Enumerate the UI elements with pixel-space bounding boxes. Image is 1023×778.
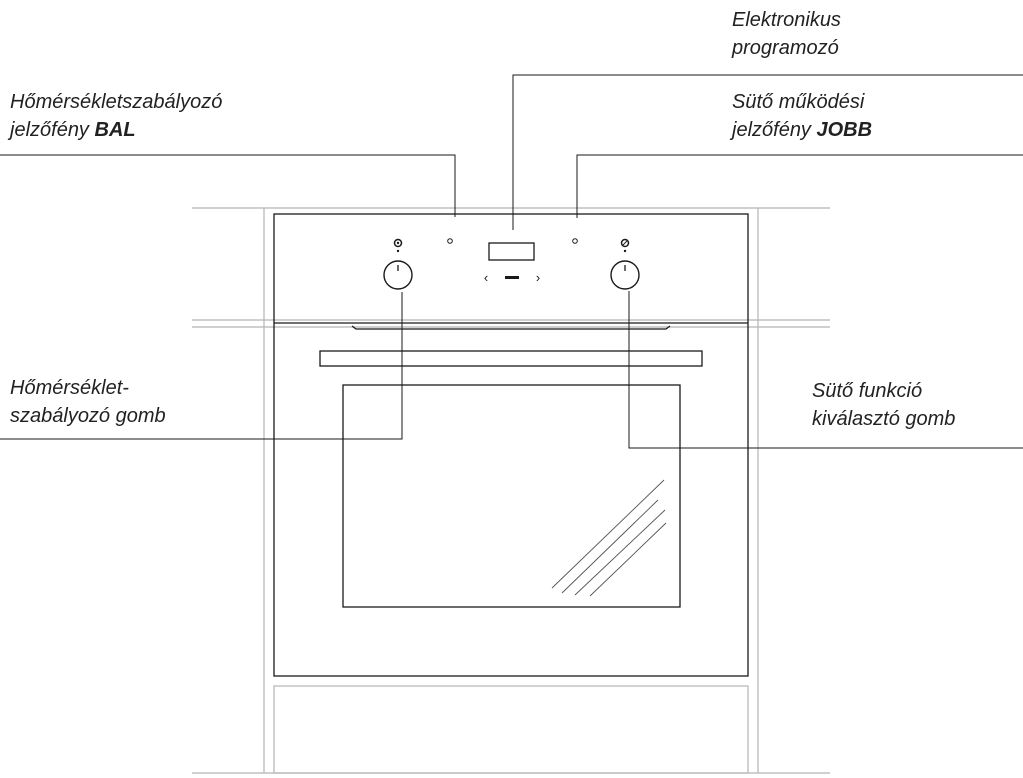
temp-knob-label-line2: szabályozó gomb	[10, 405, 166, 427]
temperature-knob[interactable]	[383, 260, 413, 290]
glass-reflections	[551, 479, 667, 597]
door-handle-rail	[351, 325, 671, 330]
temp-knob-label: Hőmérséklet- szabályozó gomb	[10, 374, 166, 430]
reflection-1	[551, 479, 665, 589]
programmer-display	[488, 242, 535, 261]
leader-left-light	[0, 154, 456, 217]
function-knob[interactable]	[610, 260, 640, 290]
function-knob-label-line1: Sütő funkció	[812, 380, 923, 402]
function-symbol-slash	[622, 240, 628, 246]
function-indicator-dot	[623, 249, 627, 253]
lower-drawer	[273, 685, 749, 774]
right-indicator-light	[572, 238, 578, 244]
oven-window	[342, 384, 681, 608]
control-panel: ‹ ›	[383, 238, 640, 290]
right-light-label-line1: Sütő működési	[732, 91, 865, 113]
leader-programmer	[512, 74, 1023, 230]
leader-lines	[0, 74, 1023, 449]
reflection-3	[574, 509, 666, 596]
oven	[273, 213, 749, 677]
right-light-code: JOBB	[816, 119, 873, 141]
temp-knob-label-line1: Hőmérséklet-	[10, 377, 129, 399]
left-indicator-light	[447, 238, 453, 244]
cabinet	[192, 207, 830, 774]
programmer-center-button[interactable]	[505, 276, 519, 279]
reflection-2	[561, 499, 659, 594]
reflection-4	[589, 522, 667, 597]
programmer-label-line1: Elektronikus	[732, 9, 841, 31]
temperature-indicator-dot	[396, 249, 400, 253]
left-light-label: Hőmérsékletszabályozó jelzőfény BAL	[10, 88, 222, 144]
function-knob-label-line2: kiválasztó gomb	[812, 408, 956, 430]
left-light-label-line2: jelzőfény BAL	[10, 119, 136, 141]
right-light-label: Sütő működési jelzőfény JOBB	[732, 88, 872, 144]
left-light-code: BAL	[94, 119, 136, 141]
function-knob-label: Sütő funkció kiválasztó gomb	[812, 377, 955, 433]
oven-outline	[273, 213, 749, 677]
left-light-label-line1: Hőmérsékletszabályozó	[10, 91, 223, 113]
leader-temp-knob	[0, 292, 403, 440]
temperature-symbol-dot	[396, 241, 400, 245]
programmer-right-arrow[interactable]: ›	[536, 270, 540, 285]
programmer-label-line2: programozó	[732, 37, 839, 59]
programmer-left-arrow[interactable]: ‹	[484, 270, 488, 285]
programmer-label: Elektronikus programozó	[732, 6, 841, 62]
door-handle	[319, 350, 703, 367]
function-symbol-icon	[620, 238, 630, 248]
leader-function-knob	[628, 291, 1023, 449]
right-light-label-line2: jelzőfény JOBB	[732, 119, 873, 141]
temperature-symbol-icon	[393, 238, 403, 248]
leader-right-light	[576, 154, 1023, 218]
